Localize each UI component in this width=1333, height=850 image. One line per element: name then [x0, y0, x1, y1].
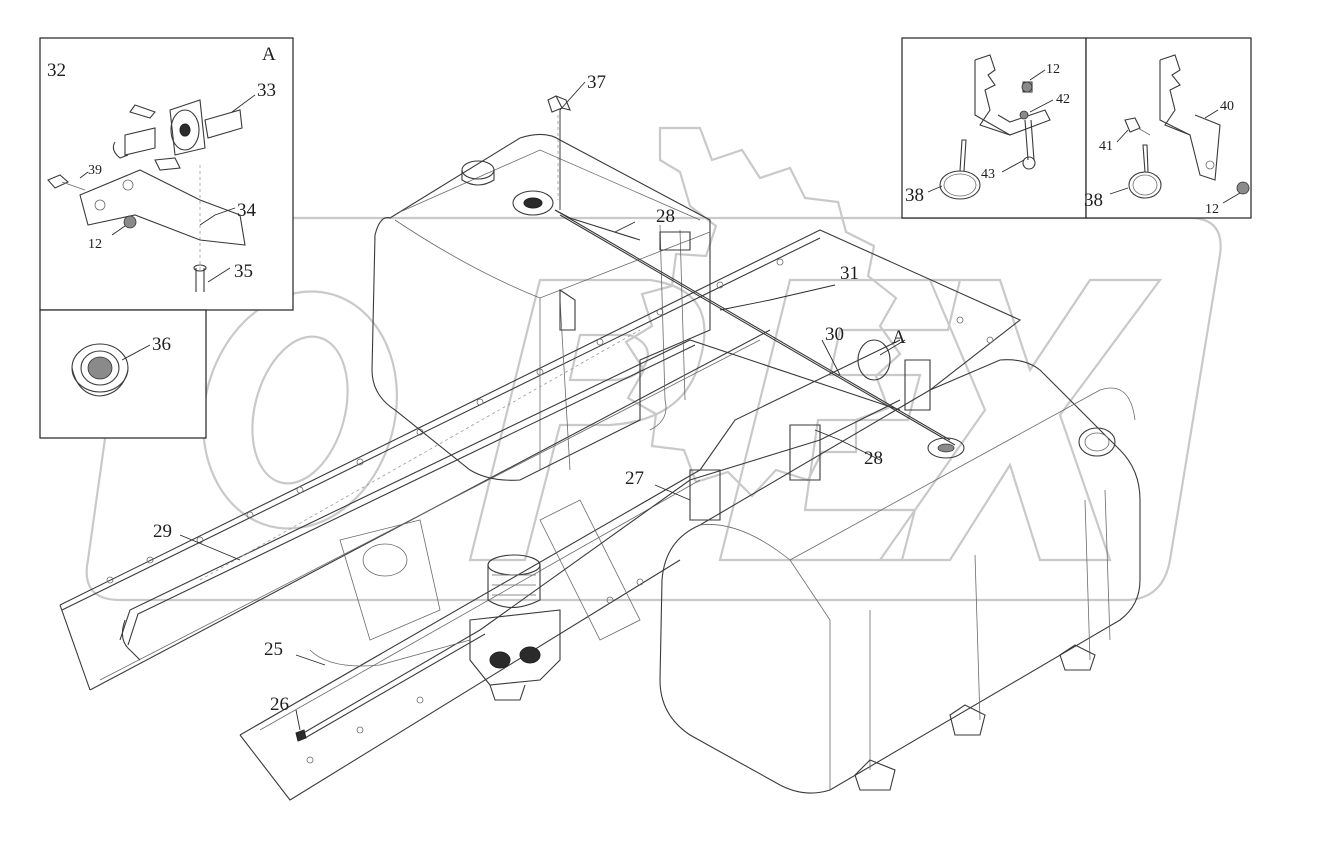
- callout-labels: 32 A 33 39 34 12 35 36 37 28 31 30 A 28 …: [47, 44, 1234, 715]
- part-26-connector: [295, 729, 307, 742]
- callout-42: 42: [1056, 92, 1070, 107]
- callout-29: 29: [153, 521, 172, 542]
- callout-32: 32: [47, 60, 66, 81]
- chassis-frame-rail: [59, 229, 1022, 801]
- callout-41: 41: [1099, 139, 1113, 154]
- callout-25: 25: [264, 639, 283, 660]
- callout-40: 40: [1220, 99, 1234, 114]
- fuel-lines: [119, 209, 956, 739]
- callout-12-clamp-right: 12: [1205, 202, 1219, 217]
- detail-view-a-box: [39, 37, 294, 311]
- leader-lines: [179, 81, 906, 731]
- clamp-detail-box-right: [1085, 37, 1252, 219]
- callout-38-right: 38: [1084, 190, 1103, 211]
- callout-12-clamp-left: 12: [1046, 62, 1060, 77]
- callout-36: 36: [152, 334, 171, 355]
- rear-fuel-tank: [371, 133, 711, 481]
- callout-28-upper: 28: [656, 206, 675, 227]
- front-fuel-tank: [659, 339, 1141, 794]
- callout-34: 34: [237, 200, 257, 221]
- callout-38-left: 38: [905, 185, 924, 206]
- callout-35: 35: [234, 261, 253, 282]
- grommet-detail-box: [39, 309, 207, 439]
- view-label-a-main: A: [892, 327, 906, 348]
- callout-26: 26: [270, 694, 289, 715]
- callout-39: 39: [88, 163, 102, 178]
- callout-12-detail-a: 12: [88, 237, 102, 252]
- callout-43: 43: [981, 167, 995, 182]
- fuel-filter-assembly: [469, 554, 561, 701]
- clamp-detail-box-left: [901, 37, 1087, 219]
- part-37-marker: [547, 95, 571, 113]
- callout-33: 33: [257, 80, 276, 101]
- callout-27: 27: [625, 468, 644, 489]
- callout-37: 37: [587, 72, 606, 93]
- callout-30: 30: [825, 324, 844, 345]
- view-label-a-detail: A: [262, 44, 276, 65]
- callout-31: 31: [840, 263, 859, 284]
- callout-28-lower: 28: [864, 448, 883, 469]
